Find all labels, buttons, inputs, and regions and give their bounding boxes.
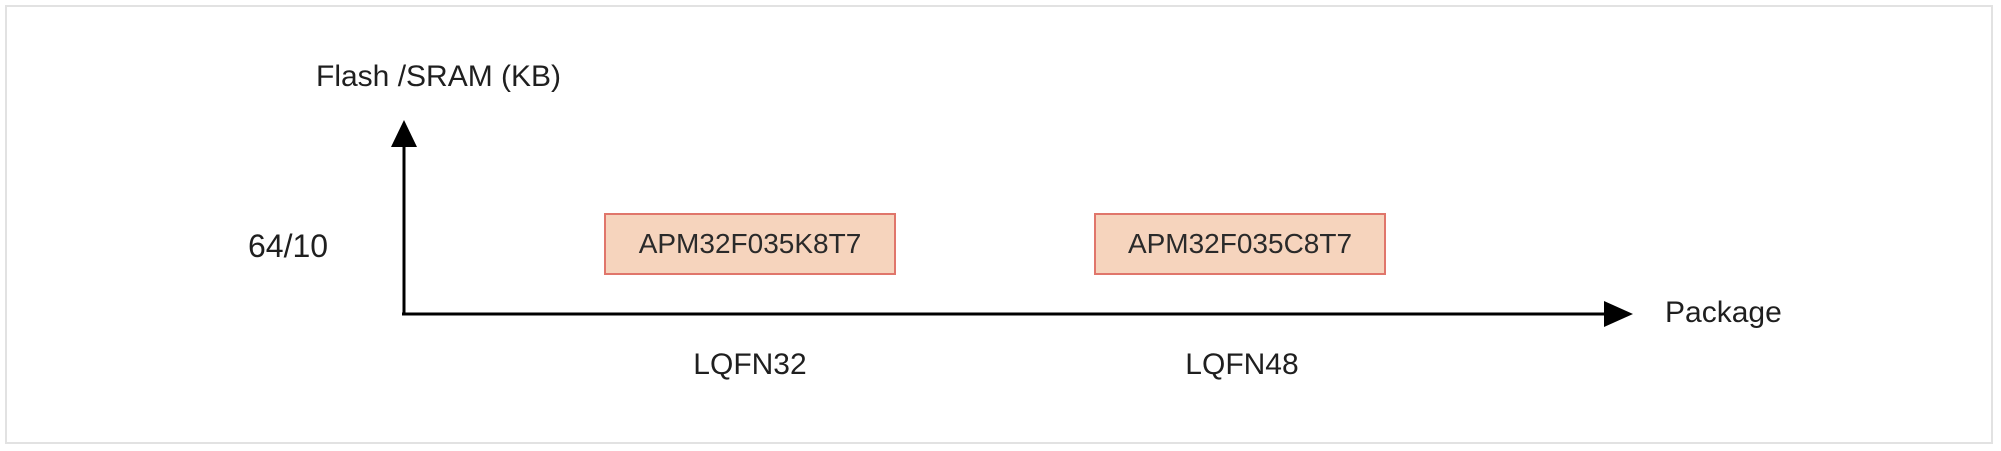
part-box-apm32f035c8t7: APM32F035C8T7 [1094,213,1386,275]
part-box-apm32f035k8t7: APM32F035K8T7 [604,213,896,275]
x-axis-tick-lqfn48: LQFN48 [1185,348,1299,381]
diagram-frame [5,5,1993,444]
x-axis-title: Package [1665,296,1782,329]
y-axis-tick-label: 64/10 [248,228,329,264]
x-axis-arrowhead [1604,301,1633,327]
y-axis-arrowhead [391,120,417,147]
y-axis-title: Flash /SRAM (KB) [316,60,562,93]
x-axis-tick-lqfn32: LQFN32 [693,348,807,381]
